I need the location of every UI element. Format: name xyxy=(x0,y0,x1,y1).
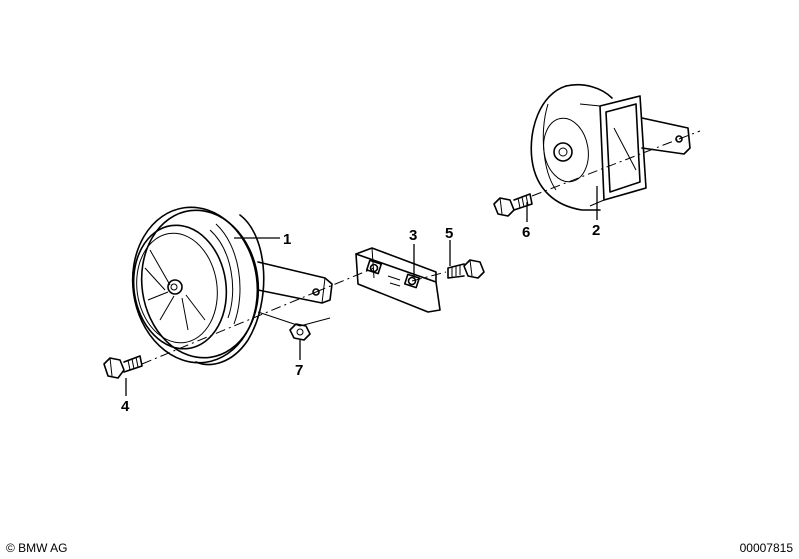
callout-1: 1 xyxy=(283,231,291,248)
bolt-part-5 xyxy=(447,259,485,279)
callout-4: 4 xyxy=(121,398,130,415)
assembly-centerlines xyxy=(141,130,701,365)
diagram-number: 00007815 xyxy=(740,541,794,555)
leader-lines xyxy=(125,186,598,396)
nut-part-7 xyxy=(289,323,311,341)
callout-7: 7 xyxy=(295,362,303,379)
bolt-part-6 xyxy=(493,193,533,217)
callout-2: 2 xyxy=(592,222,600,239)
bracket-part-3 xyxy=(355,247,441,313)
horn-part-2 xyxy=(530,83,691,211)
callout-6: 6 xyxy=(522,224,530,241)
bolt-part-4 xyxy=(103,355,143,379)
callout-5: 5 xyxy=(445,225,453,242)
copyright-label: © BMW AG xyxy=(6,541,68,555)
callout-3: 3 xyxy=(409,227,417,244)
